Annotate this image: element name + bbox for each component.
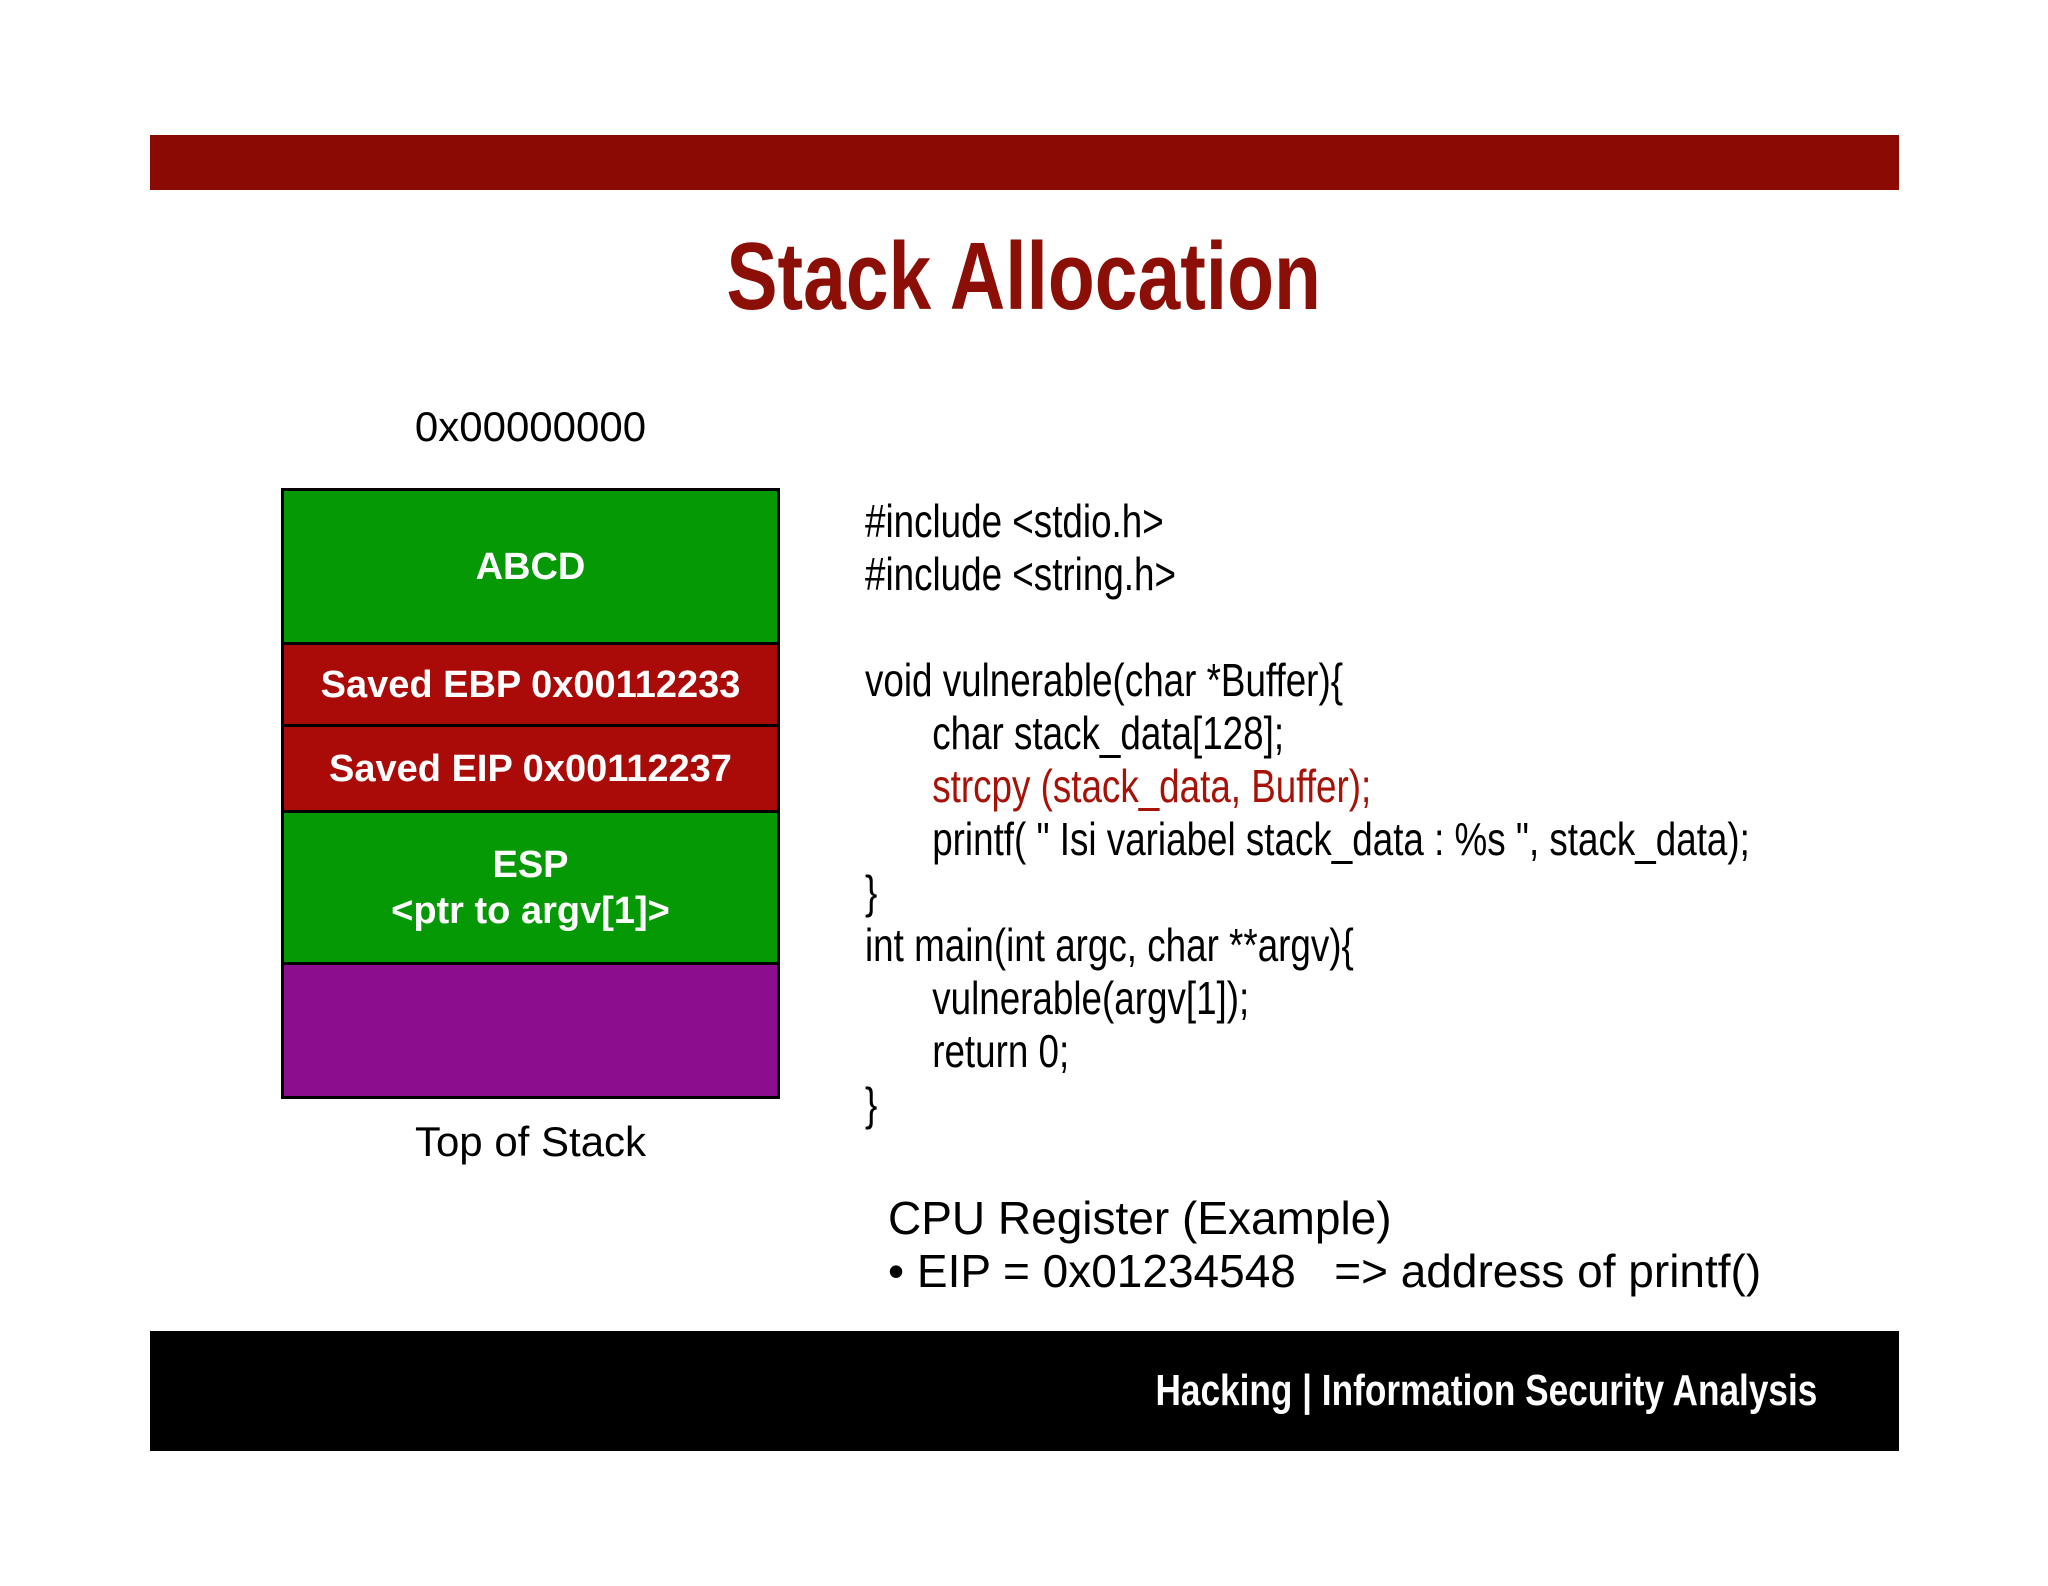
top-of-stack-label: Top of Stack (414, 1118, 647, 1165)
stack-segment-unallocated (284, 962, 777, 1096)
stack-top-address-label: 0x00000000 (414, 403, 647, 450)
code-line: printf( " Isi variabel stack_data : %s "… (932, 813, 1750, 865)
stack-segment-label: Saved EBP 0x00112233 (320, 663, 741, 706)
stack-segment-label: ESP (492, 843, 569, 886)
code-line: char stack_data[128]; (932, 707, 1285, 759)
code-line-highlighted: strcpy (stack_data, Buffer); (932, 760, 1372, 812)
header-bar (150, 135, 1899, 190)
page-title-text: Stack Allocation (726, 223, 1322, 330)
footer-bar: Hacking | Information Security Analysis (150, 1331, 1899, 1451)
code-line: } (865, 866, 878, 918)
stack-segment-buffer: ABCD (284, 491, 777, 642)
stack-segment-saved-eip: Saved EIP 0x00112237 (284, 724, 777, 810)
code-line: #include <stdio.h> (865, 495, 1164, 547)
code-line: #include <string.h> (865, 548, 1176, 600)
code-line: vulnerable(argv[1]); (932, 972, 1250, 1024)
code-line (865, 601, 1750, 654)
cpu-register-heading: CPU Register (Example) (888, 1192, 1392, 1244)
stack-segment-saved-ebp: Saved EBP 0x00112233 (284, 642, 777, 724)
code-block: #include <stdio.h> #include <string.h> v… (865, 495, 1750, 1131)
stack-segment-label: ABCD (475, 545, 586, 588)
stack-segment-esp: ESP <ptr to argv[1]> (284, 810, 777, 962)
code-line: } (865, 1078, 878, 1130)
page-title: Stack Allocation (0, 222, 2048, 332)
stack-segment-label: Saved EIP 0x00112237 (329, 747, 732, 790)
stack-segment-sublabel: <ptr to argv[1]> (391, 889, 670, 932)
code-line: void vulnerable(char *Buffer){ (865, 654, 1343, 706)
cpu-register-bullet: • EIP = 0x01234548 => address of printf(… (888, 1245, 1762, 1297)
stack-diagram: ABCD Saved EBP 0x00112233 Saved EIP 0x00… (281, 488, 780, 1099)
footer-text: Hacking | Information Security Analysis (1155, 1366, 1817, 1415)
code-line: return 0; (932, 1025, 1070, 1077)
code-line: int main(int argc, char **argv){ (865, 919, 1354, 971)
cpu-register-block: CPU Register (Example) • EIP = 0x0123454… (888, 1192, 1761, 1298)
